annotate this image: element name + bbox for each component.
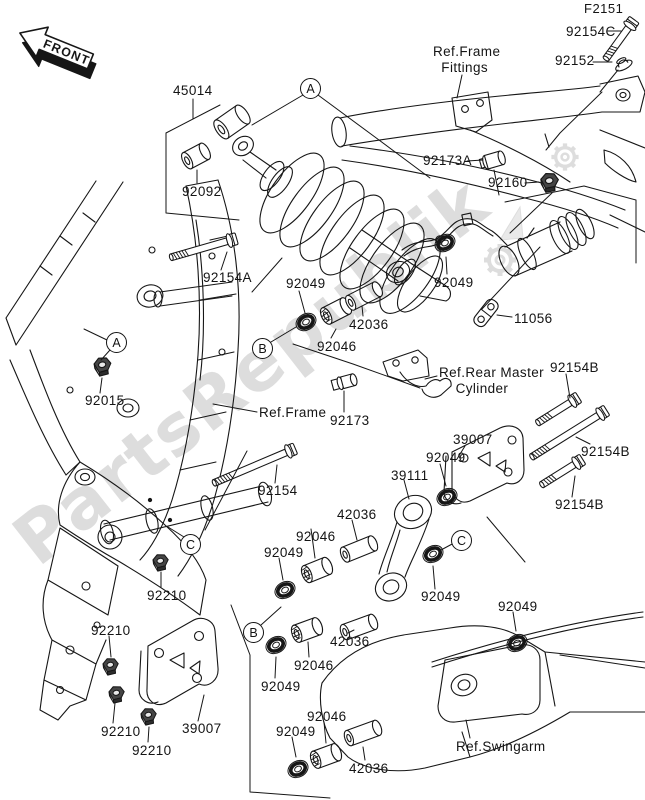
ref-label-rear-master-cylinder: Ref.Rear Master Cylinder bbox=[439, 365, 545, 396]
collar-42036-glyph bbox=[337, 533, 381, 565]
page-code: F2151 bbox=[584, 1, 624, 16]
part-label-92046: 92046 bbox=[296, 529, 336, 544]
part-label-92210: 92210 bbox=[101, 724, 141, 739]
ref-label-frame: Ref.Frame bbox=[259, 405, 327, 420]
part-label-11056: 11056 bbox=[514, 311, 553, 326]
part-label-92210: 92210 bbox=[147, 588, 187, 603]
bushing-92046-glyph bbox=[288, 615, 326, 645]
collar-42036-glyph bbox=[341, 718, 385, 748]
callout-b: B bbox=[252, 338, 273, 359]
part-label-92049: 92049 bbox=[276, 724, 316, 739]
swingarm bbox=[319, 611, 645, 772]
part-label-39007: 39007 bbox=[453, 432, 493, 447]
bolt-92154B bbox=[532, 390, 583, 431]
nut-92210 bbox=[107, 684, 127, 705]
front-arrow: FRONT bbox=[19, 26, 97, 80]
ref-label-frame-fittings: Ref.Frame Fittings bbox=[433, 44, 501, 75]
bracket-39007-left bbox=[138, 617, 219, 706]
shock-absorber bbox=[213, 104, 595, 314]
seal-92049-glyph bbox=[418, 540, 448, 568]
nut-92160 bbox=[539, 171, 561, 194]
part-label-92049: 92049 bbox=[264, 545, 304, 560]
part-label-39007: 39007 bbox=[182, 721, 222, 736]
bushing-92092 bbox=[180, 142, 212, 170]
part-label-92154C: 92154C bbox=[566, 24, 616, 39]
callout-a-letter: A bbox=[112, 335, 121, 350]
part-label-92049: 92049 bbox=[286, 276, 326, 291]
rocker-link-39111 bbox=[374, 494, 433, 602]
callout-b: B bbox=[243, 622, 264, 643]
banjo-bolt-92173 bbox=[330, 373, 358, 391]
seal-92049-glyph bbox=[261, 631, 291, 659]
callout-c: C bbox=[451, 530, 472, 551]
nut-92210 bbox=[151, 552, 171, 573]
nut-92210 bbox=[101, 656, 121, 677]
reservoir-hose bbox=[401, 212, 508, 257]
watermark: PartsRepublik bbox=[0, 143, 579, 581]
part-label-92092: 92092 bbox=[182, 184, 222, 199]
clamp-11056 bbox=[473, 298, 499, 328]
gear-icon bbox=[551, 143, 578, 170]
group-fences bbox=[165, 98, 637, 799]
callout-a-letter: A bbox=[306, 81, 315, 96]
bushing-92046-glyph bbox=[298, 555, 336, 585]
part-label-39111: 39111 bbox=[391, 468, 429, 483]
part-label-42036: 42036 bbox=[349, 761, 389, 776]
washer-92152 bbox=[615, 57, 633, 72]
seal-92049-glyph bbox=[270, 576, 300, 604]
part-label-92049: 92049 bbox=[434, 275, 474, 290]
callout-a: A bbox=[106, 332, 127, 353]
leader-lines bbox=[83, 30, 622, 761]
bracket-39007-right bbox=[443, 425, 525, 505]
part-label-92210: 92210 bbox=[132, 743, 172, 758]
part-label-92154B: 92154B bbox=[550, 360, 599, 375]
part-label-92046: 92046 bbox=[294, 658, 334, 673]
reservoir bbox=[498, 208, 595, 277]
part-label-92154B: 92154B bbox=[581, 444, 630, 459]
part-label-92049: 92049 bbox=[498, 599, 538, 614]
callout-c-letter: C bbox=[456, 533, 467, 548]
part-label-92210: 92210 bbox=[91, 623, 131, 638]
part-label-92046: 92046 bbox=[317, 339, 357, 354]
part-label-92173A: 92173A bbox=[423, 153, 472, 168]
bolt-92154B bbox=[536, 452, 587, 493]
callout-c-letter: C bbox=[185, 537, 196, 552]
ref-label-swingarm: Ref.Swingarm bbox=[456, 739, 546, 754]
nut-92210 bbox=[139, 706, 159, 727]
part-label-92049: 92049 bbox=[261, 679, 301, 694]
frame-fittings bbox=[331, 75, 645, 233]
part-label-92154B: 92154B bbox=[555, 497, 604, 512]
part-label-92154: 92154 bbox=[258, 483, 298, 498]
seal-92049-glyph bbox=[283, 755, 313, 783]
part-label-42036: 42036 bbox=[349, 317, 389, 332]
part-label-92152: 92152 bbox=[555, 53, 595, 68]
part-label-92046: 92046 bbox=[307, 709, 347, 724]
frame bbox=[5, 179, 273, 721]
part-label-92049: 92049 bbox=[421, 589, 461, 604]
part-label-45014: 45014 bbox=[173, 83, 213, 98]
callout-a: A bbox=[300, 78, 321, 99]
part-label-92154A: 92154A bbox=[203, 270, 252, 285]
part-label-92173: 92173 bbox=[330, 413, 370, 428]
callout-c: C bbox=[180, 534, 201, 555]
tie-rod-stack-lower bbox=[261, 612, 532, 659]
part-label-92160: 92160 bbox=[488, 175, 528, 190]
part-label-42036: 42036 bbox=[337, 507, 377, 522]
master-cylinder-bracket bbox=[382, 349, 452, 398]
callout-b-letter: B bbox=[258, 341, 267, 356]
seal-92049-glyph bbox=[432, 483, 462, 511]
shock-clevis bbox=[349, 229, 452, 302]
part-label-92049: 92049 bbox=[426, 450, 466, 465]
part-label-92015: 92015 bbox=[85, 393, 125, 408]
callout-b-letter: B bbox=[249, 625, 258, 640]
bolt-92154A bbox=[167, 231, 240, 266]
part-label-42036: 42036 bbox=[330, 634, 370, 649]
shock-top-mount bbox=[213, 104, 251, 140]
nut-92015 bbox=[92, 355, 114, 378]
